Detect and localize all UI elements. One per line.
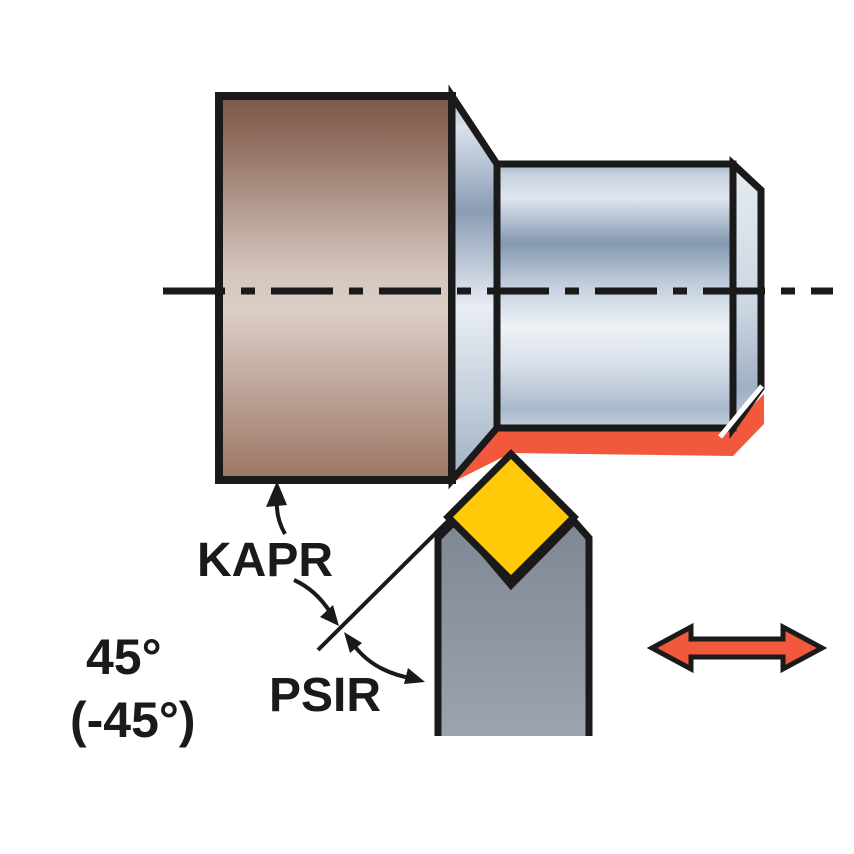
cutting-edge-reference-line <box>316 507 462 652</box>
workpiece-shaft <box>493 160 737 432</box>
kapr-angle-pointer-icon <box>293 578 339 626</box>
psir-label: PSIR <box>269 669 381 722</box>
angle-value-secondary-label: (-45°) <box>70 692 196 748</box>
kapr-pointer-icon <box>266 481 287 535</box>
cutting-insert <box>443 449 579 585</box>
feed-direction-arrow-icon <box>646 622 828 674</box>
machined-surface-highlight <box>449 394 764 481</box>
tool-holder-body <box>438 520 589 736</box>
angle-value-label: 45° <box>86 629 162 685</box>
kapr-label: KAPR <box>197 534 333 587</box>
psir-angle-pointer-icon <box>344 632 425 684</box>
workpiece-large-cylinder <box>215 92 456 484</box>
chamfer-highlight-line <box>718 384 764 439</box>
